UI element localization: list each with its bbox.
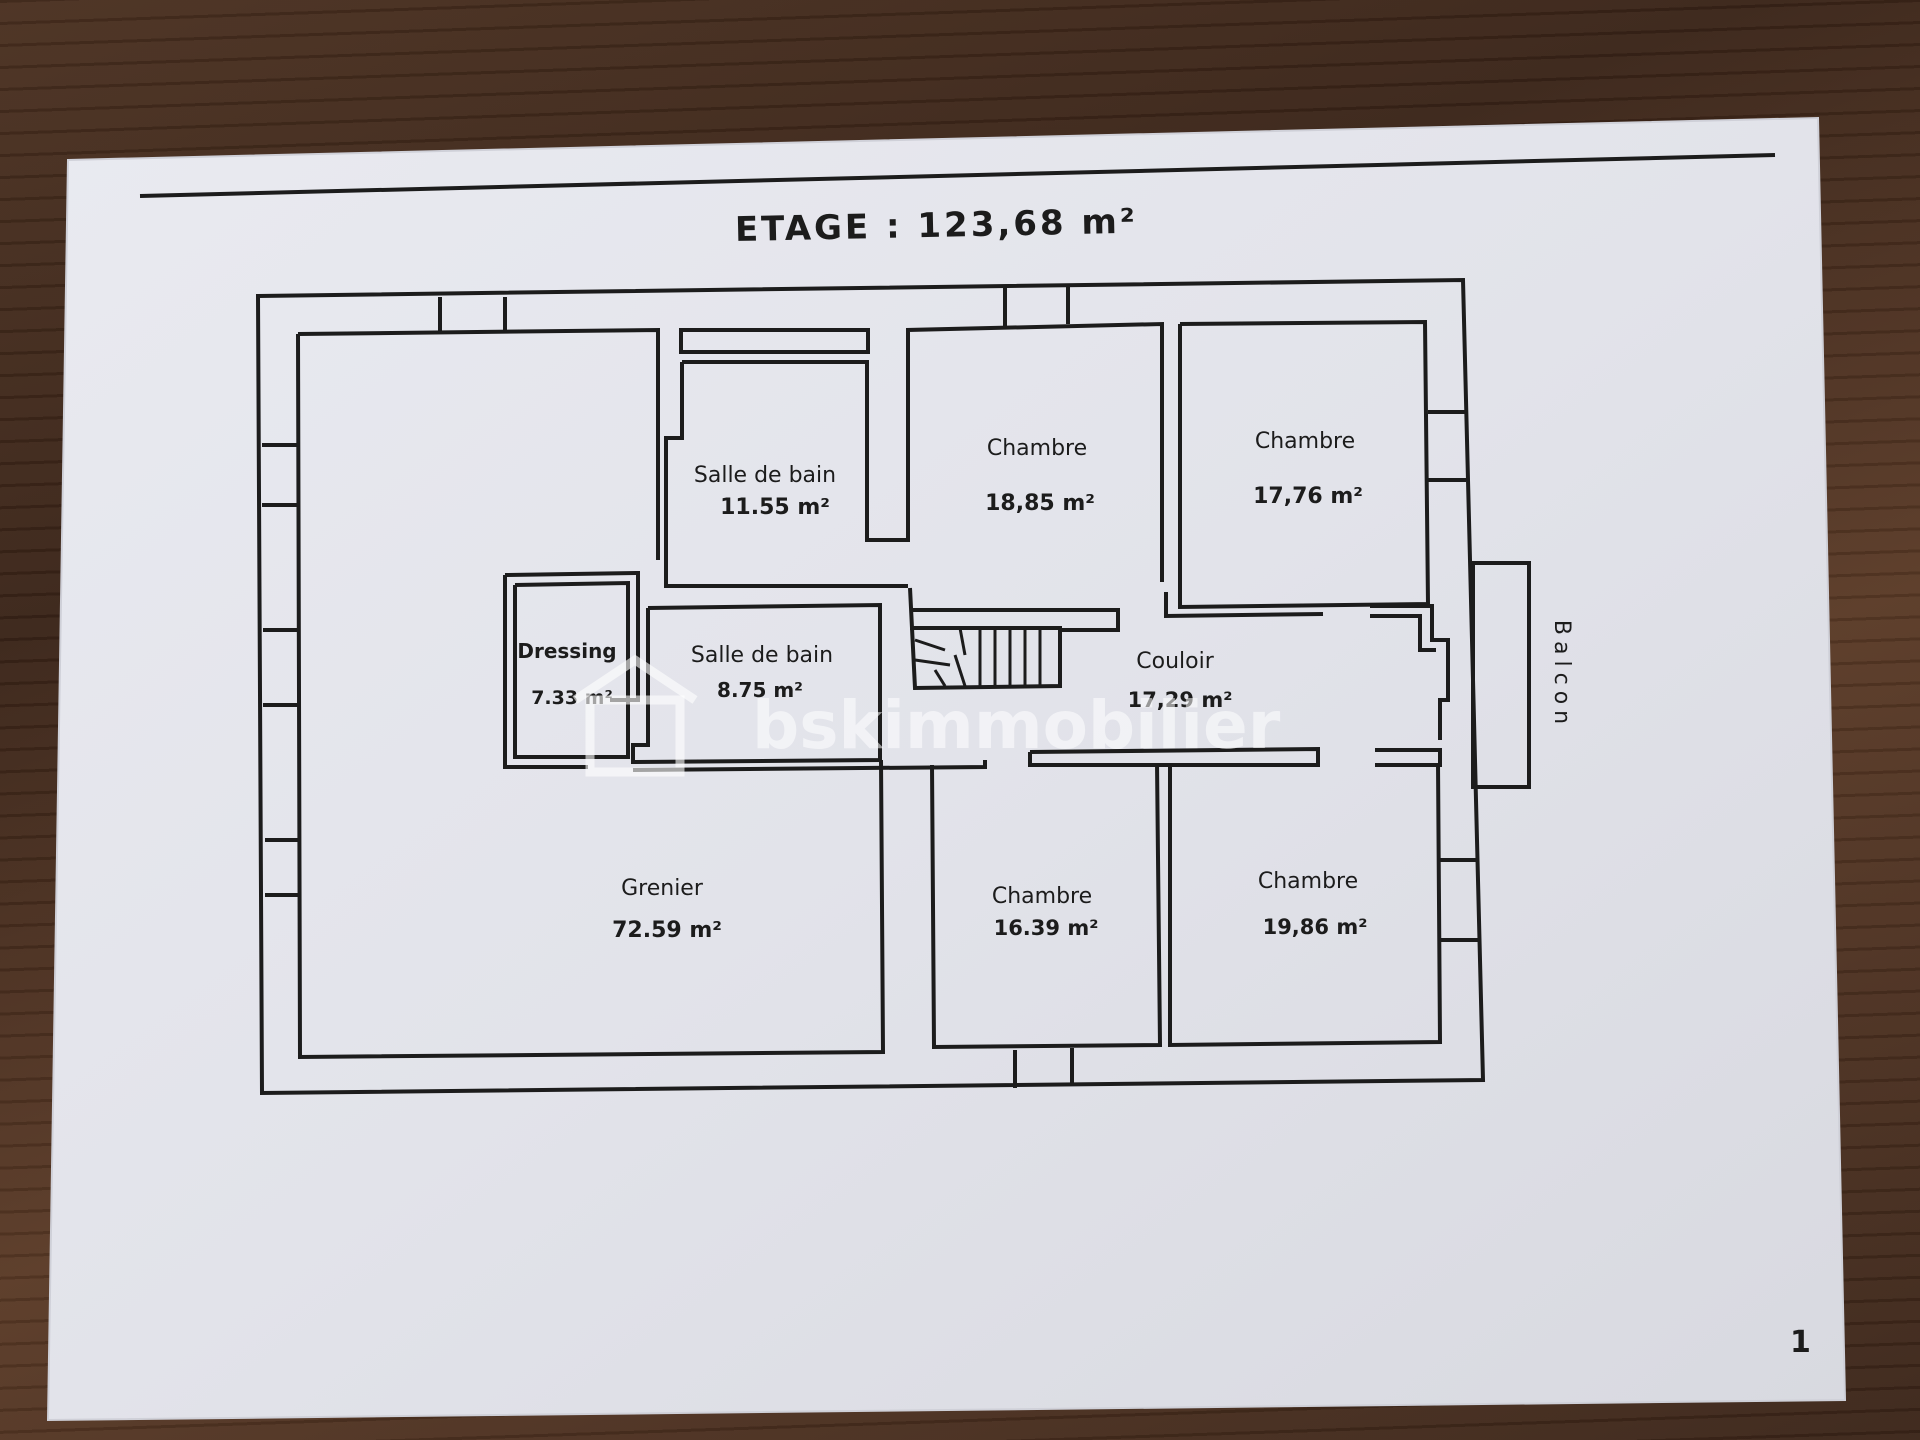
page-number: 1 [1790, 1325, 1811, 1360]
watermark: bskimmobilier [572, 654, 1281, 777]
house-logo-icon [572, 654, 698, 777]
room-name-grenier: Grenier [621, 876, 704, 901]
room-area-chambre-2: 17,76 m² [1253, 484, 1363, 509]
room-area-grenier: 72.59 m² [612, 918, 722, 943]
room-area-salle-de-bain-1: 11.55 m² [720, 495, 830, 520]
walls [255, 277, 1531, 1096]
room-area-chambre-3: 16.39 m² [994, 916, 1099, 940]
room-name-chambre-4: Chambre [1258, 869, 1358, 894]
room-area-couloir: 17,29 m² [1128, 688, 1233, 712]
watermark-text: bskimmobilier [752, 687, 1281, 764]
plan-title: ETAGE : 123,68 m² [735, 202, 1139, 250]
room-name-salle-de-bain-2: Salle de bain [691, 643, 833, 668]
room-name-chambre-1: Chambre [987, 436, 1087, 461]
room-name-chambre-3: Chambre [992, 884, 1092, 909]
room-area-salle-de-bain-2: 8.75 m² [717, 678, 803, 702]
room-area-chambre-4: 19,86 m² [1263, 915, 1368, 939]
room-name-chambre-2: Chambre [1255, 429, 1355, 454]
balcon-label: Balcon [1549, 620, 1574, 730]
room-name-couloir: Couloir [1136, 649, 1214, 674]
top-rule [139, 153, 1776, 198]
room-area-chambre-1: 18,85 m² [985, 491, 1095, 516]
room-labels: Salle de bain 11.55 m² Chambre 18,85 m² … [517, 429, 1574, 943]
staircase [914, 627, 1042, 687]
room-name-salle-de-bain-1: Salle de bain [694, 463, 836, 488]
room-name-dressing: Dressing [517, 639, 616, 663]
windows [262, 287, 1478, 1088]
